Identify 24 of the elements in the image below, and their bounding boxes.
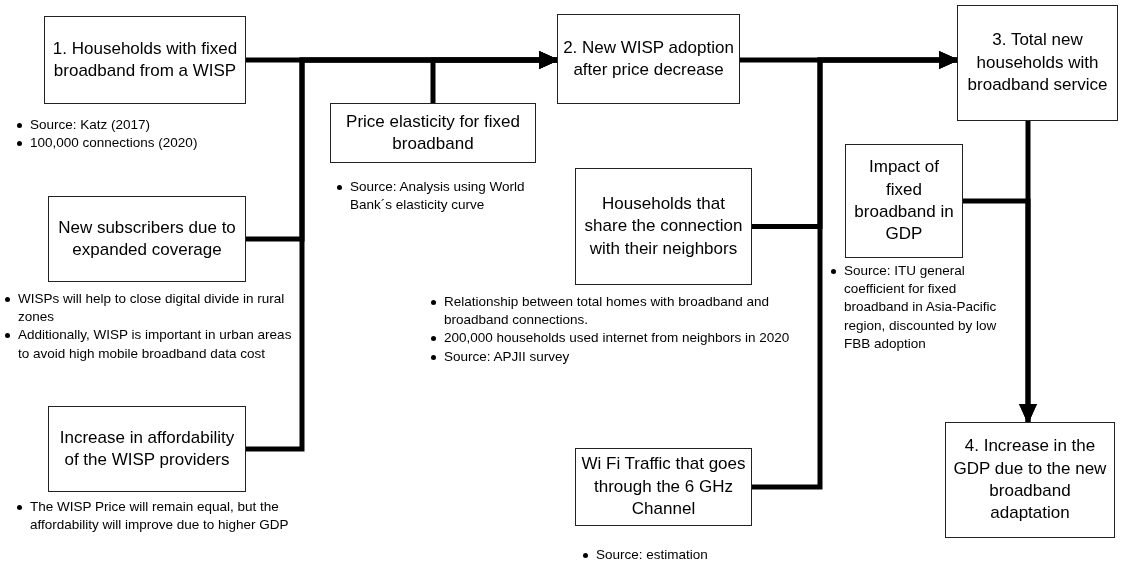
arrow (752, 51, 959, 490)
bullet-note: 200,000 households used internet from neighbors in 2020 (444, 330, 790, 346)
bullet-note: Source: ITU general coefficient for fixed broadband in Asia-Pacific region, discounted by low FBB adoption (844, 263, 997, 351)
process-box: New subscribers due to expanded coverage (48, 196, 246, 282)
process-box: Wi Fi Traffic that goes through the 6 GHz Channel (575, 448, 752, 526)
bullet-note: 100,000 connections (2020) (30, 135, 198, 151)
process-box: 4. Increase in the GDP due to the new broadband adaptation (945, 422, 1115, 538)
process-box: Impact of fixed broadband in GDP (845, 144, 963, 258)
arrow (963, 198, 1037, 424)
process-box: 1. Households with fixed broadband from a WISP (44, 16, 246, 104)
bullet-note: Additionally, WISP is important in urban areas to avoid high mobile broadband data cost (18, 327, 292, 361)
process-box: 3. Total new households with broadband service (957, 5, 1118, 121)
bullet-note: Relationship between total homes with broadband and broadband connections. (444, 294, 769, 328)
bullet-note: The WISP Price will remain equal, but the affordability will improve due to higher GDP (30, 499, 289, 533)
bullet-note: Source: Katz (2017) (30, 117, 151, 132)
process-box: Households that share the connection with their neighbors (575, 168, 752, 285)
process-box: Price elasticity for fixed broadband (330, 103, 536, 163)
process-box: 2. New WISP adoption after price decrease (557, 14, 740, 104)
bullet-note: Source: estimation (596, 547, 708, 562)
process-box: Increase in affordability of the WISP providers (48, 406, 246, 492)
bullet-note: WISPs will help to close digital divide in rural zones (18, 291, 285, 325)
arrow (430, 51, 559, 103)
bullet-note: Source: Analysis using World Bank´s elasticity curve (350, 179, 525, 213)
bullet-note: Source: APJII survey (444, 348, 570, 364)
